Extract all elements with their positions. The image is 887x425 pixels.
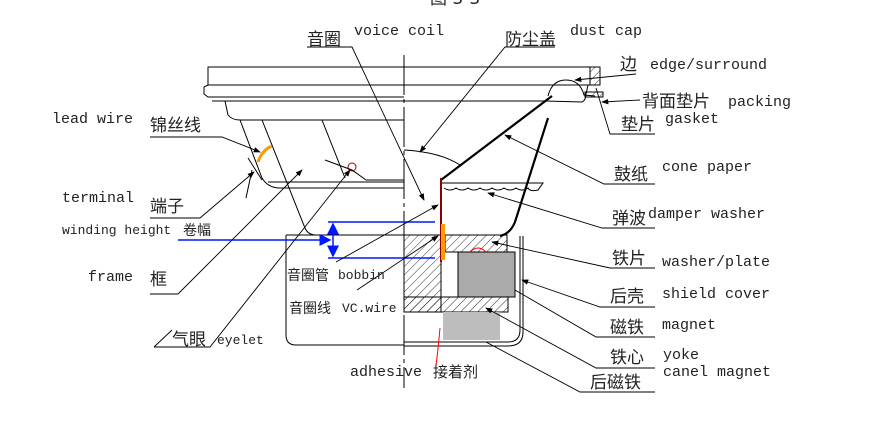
dust-cap — [403, 149, 461, 166]
label-magnet-en: magnet — [662, 317, 716, 334]
label-adhesive-cn: 接着剂 — [433, 363, 478, 381]
adhesive-leader — [435, 327, 441, 367]
label-eyelet-en: eyelet — [217, 333, 264, 348]
label-lead-wire-cn: 锦丝线 — [150, 116, 201, 136]
label-plate-cn: 铁片 — [612, 249, 646, 269]
label-packing-cn: 背面垫片 — [642, 92, 710, 112]
label-canel-magnet-en: canel magnet — [663, 364, 771, 381]
label-winding-height-cn: 卷幅 — [183, 223, 211, 239]
label-voice-coil-en: voice coil — [354, 23, 444, 40]
label-edge-cn: 边 — [620, 55, 637, 75]
label-vc-wire-cn: 音圈线 — [289, 300, 331, 317]
label-cone-en: cone paper — [662, 159, 752, 176]
label-edge-en: edge/surround — [650, 57, 767, 74]
label-vc-wire-en: VC.wire — [342, 301, 397, 316]
label-lead-wire-en: lead wire — [52, 111, 133, 128]
label-shield-cn: 后壳 — [610, 287, 644, 307]
lead-wire — [256, 144, 273, 163]
magnet — [457, 251, 516, 298]
gasket-block — [589, 66, 601, 86]
label-packing-en: packing — [728, 94, 791, 111]
vc-wire — [441, 224, 445, 260]
yoke-bottom — [403, 296, 509, 313]
surround-edge — [547, 79, 596, 97]
canel-magnet — [443, 312, 500, 340]
label-shield-en: shield cover — [662, 286, 770, 303]
leader-lines — [150, 46, 655, 393]
label-cone-cn: 鼓纸 — [614, 165, 648, 185]
cone-paper — [440, 95, 553, 181]
label-plate-en: washer/plate — [662, 254, 770, 271]
figure-title: 图 3-3 — [430, 0, 480, 9]
damper-washer — [441, 182, 544, 192]
label-terminal-cn: 端子 — [150, 197, 184, 217]
frame — [203, 66, 601, 346]
label-damper-en: damper washer — [648, 206, 765, 223]
label-terminal-en: terminal — [62, 190, 134, 207]
eyelet-frame-line — [324, 159, 367, 181]
label-bobbin-en: bobbin — [338, 268, 385, 283]
label-bobbin-cn: 音圈管 — [287, 267, 329, 284]
label-voice-coil-cn: 音圈 — [307, 30, 341, 50]
winding-height-dimension — [178, 221, 435, 259]
label-gasket-cn: 垫片 — [621, 115, 655, 135]
terminal — [245, 157, 263, 199]
eyelet — [347, 162, 357, 172]
label-dust-cap-cn: 防尘盖 — [505, 30, 556, 50]
label-frame-cn: 框 — [150, 270, 167, 290]
adhesive-mark — [469, 247, 487, 253]
label-magnet-cn: 磁铁 — [610, 318, 644, 338]
label-dust-cap-en: dust cap — [570, 23, 642, 40]
label-gasket-en: gasket — [665, 111, 719, 128]
label-eyelet-cn: 气眼 — [172, 330, 206, 350]
label-yoke-cn: 铁心 — [610, 348, 644, 368]
label-frame-en: frame — [88, 269, 133, 286]
packing-strip — [584, 91, 604, 98]
label-canel-magnet-cn: 后磁铁 — [590, 373, 641, 393]
label-damper-cn: 弹波 — [612, 209, 646, 229]
label-winding-height-en: winding height — [62, 223, 171, 238]
label-adhesive-en: adhesive — [350, 364, 422, 381]
shield-cover — [404, 236, 524, 347]
label-yoke-en: yoke — [663, 347, 699, 364]
